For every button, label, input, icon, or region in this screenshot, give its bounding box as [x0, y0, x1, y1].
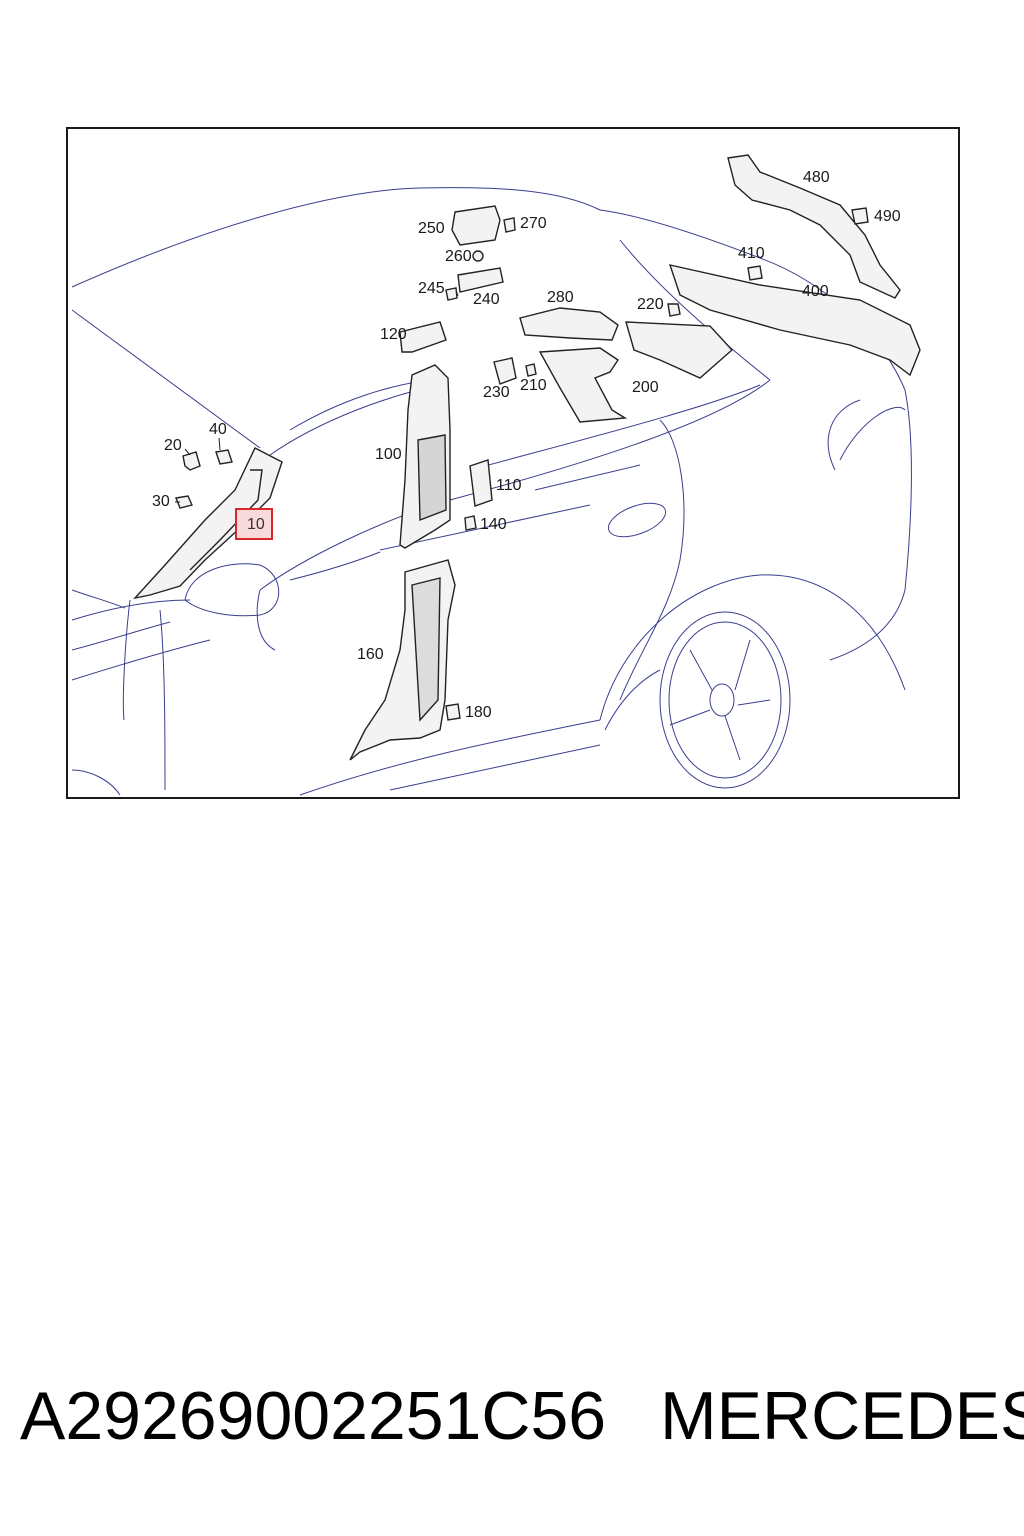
callout-250[interactable]: 250	[418, 220, 445, 237]
part-250-hook	[451, 205, 501, 246]
part-40-screw	[215, 449, 233, 465]
callout-220[interactable]: 220	[637, 296, 664, 313]
part-number: A2926900225‍1C56	[20, 1378, 607, 1454]
part-180-clip	[445, 703, 461, 721]
brand-name: MERCEDES	[660, 1378, 1024, 1454]
part-30-cap	[175, 495, 193, 509]
part-245-screw	[445, 287, 458, 301]
callout-200[interactable]: 200	[632, 379, 659, 396]
callout-230[interactable]: 230	[483, 384, 510, 401]
callout-120[interactable]: 120	[380, 326, 407, 343]
part-140-clip	[464, 515, 477, 531]
callout-240[interactable]: 240	[473, 291, 500, 308]
callout-100[interactable]: 100	[375, 446, 402, 463]
diagram-frame	[66, 127, 960, 799]
callout-160[interactable]: 160	[357, 646, 384, 663]
callout-10[interactable]: 10	[235, 508, 273, 540]
callout-410[interactable]: 410	[738, 245, 765, 262]
part-490-clip	[851, 207, 869, 225]
callout-30[interactable]: 30	[152, 493, 170, 510]
callout-210[interactable]: 210	[520, 377, 547, 394]
part-280-rail	[519, 307, 619, 341]
part-230-bracket	[493, 357, 517, 385]
part-410-clip	[747, 265, 763, 281]
callout-280[interactable]: 280	[547, 289, 574, 306]
callout-480[interactable]: 480	[803, 169, 830, 186]
part-400-rear-panel	[668, 264, 921, 377]
callout-110[interactable]: 110	[496, 477, 522, 494]
part-270-clip	[503, 217, 516, 233]
part-200-c-pillar-trim	[538, 347, 628, 423]
part-120-cover	[399, 321, 447, 353]
leader-lines	[175, 289, 459, 503]
part-10-a-pillar-trim	[133, 447, 283, 600]
callout-270[interactable]: 270	[520, 215, 547, 232]
part-210-screw	[525, 363, 537, 377]
callout-20[interactable]: 20	[164, 437, 182, 454]
part-260-nut	[472, 250, 484, 262]
parts	[133, 154, 921, 761]
part-20-clip	[182, 451, 201, 471]
car-body-outline	[71, 187, 912, 796]
part-220-trim	[625, 321, 734, 379]
part-240-bracket	[457, 267, 504, 293]
part-480-upper-trim	[727, 154, 901, 299]
callout-400[interactable]: 400	[802, 283, 829, 300]
part-110-handle	[469, 459, 493, 507]
callout-490[interactable]: 490	[874, 208, 901, 225]
callout-180[interactable]: 180	[465, 704, 492, 721]
callout-140[interactable]: 140	[480, 516, 507, 533]
callout-260[interactable]: 260	[445, 248, 472, 265]
callout-40[interactable]: 40	[209, 421, 227, 438]
callout-245[interactable]: 245	[418, 280, 445, 297]
part-220-clip	[667, 303, 681, 317]
